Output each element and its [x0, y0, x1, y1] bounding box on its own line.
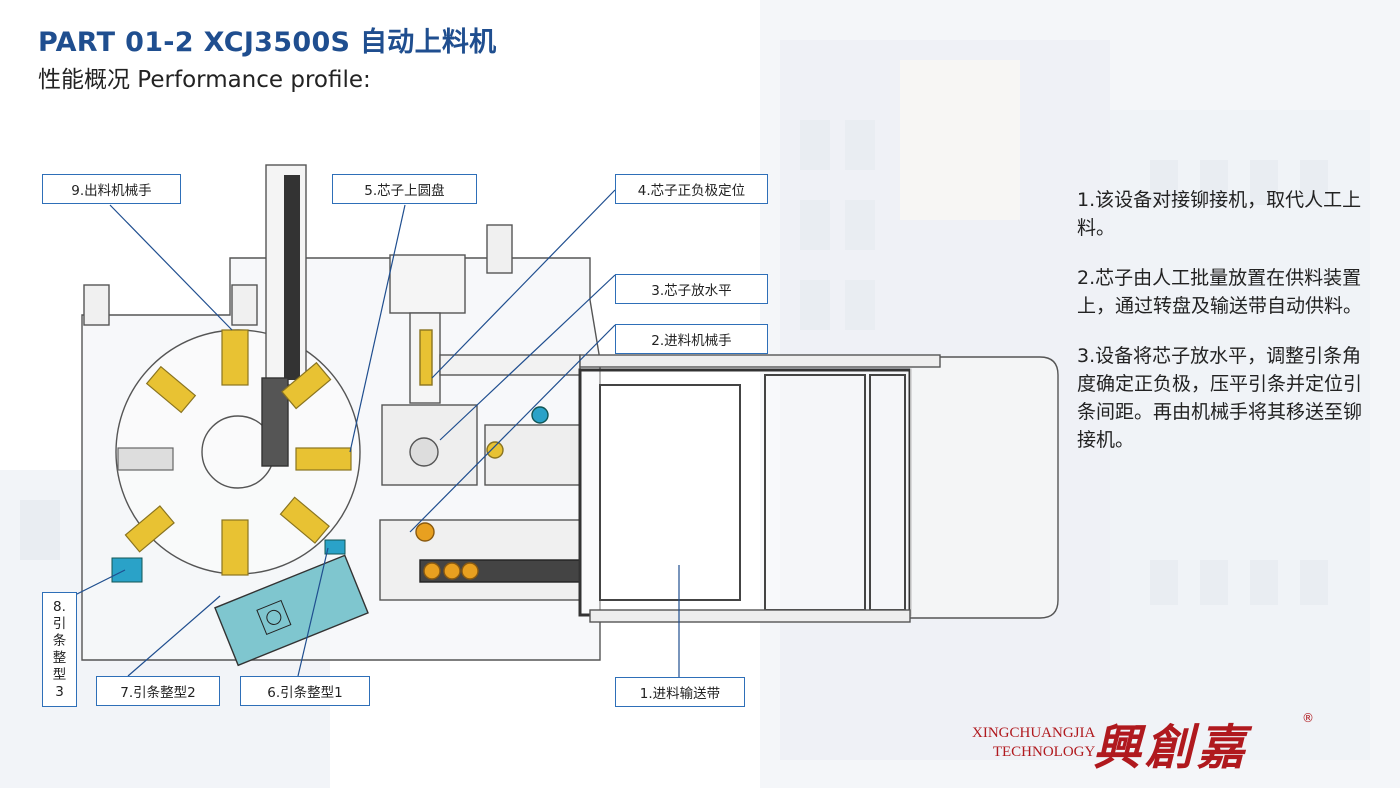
callout-6-lead-shaping-1: 6.引条整型1: [240, 676, 370, 706]
brand-en-line2: TECHNOLOGY: [992, 744, 1096, 760]
callout-8-lead-shaping-3: 8. 引 条 整 型 3: [42, 592, 77, 707]
callout-3-core-leveling: 3.芯子放水平: [615, 274, 768, 304]
performance-notes: 1.该设备对接铆接机，取代人工上料。 2.芯子由人工批量放置在供料装置上，通过转…: [1077, 186, 1377, 476]
brand-logo-chinese: 興創嘉: [1093, 720, 1250, 776]
callout-2-feeding-manipulator: 2.进料机械手: [615, 324, 768, 354]
registered-mark: ®: [1302, 711, 1314, 725]
callout-5-core-loading-disc: 5.芯子上圆盘: [332, 174, 477, 204]
page-title: PART 01-2 XCJ3500S 自动上料机: [38, 27, 497, 58]
callout-9-output-manipulator: 9.出料机械手: [42, 174, 181, 204]
brand-en-line1: XINGCHUANGJIA: [972, 725, 1096, 741]
callout-7-lead-shaping-2: 7.引条整型2: [96, 676, 220, 706]
note-2: 2.芯子由人工批量放置在供料装置上，通过转盘及输送带自动供料。: [1077, 267, 1363, 317]
note-3: 3.设备将芯子放水平，调整引条角度确定正负极，压平引条并定位引条间距。再由机械手…: [1077, 345, 1363, 451]
callout-4-polarity-positioning: 4.芯子正负极定位: [615, 174, 768, 204]
callout-1-feeding-conveyor: 1.进料输送带: [615, 677, 745, 707]
brand-english: XINGCHUANGJIA TECHNOLOGY: [972, 724, 1095, 762]
note-1: 1.该设备对接铆接机，取代人工上料。: [1077, 189, 1362, 239]
page-subtitle: 性能概况 Performance profile:: [38, 67, 371, 93]
